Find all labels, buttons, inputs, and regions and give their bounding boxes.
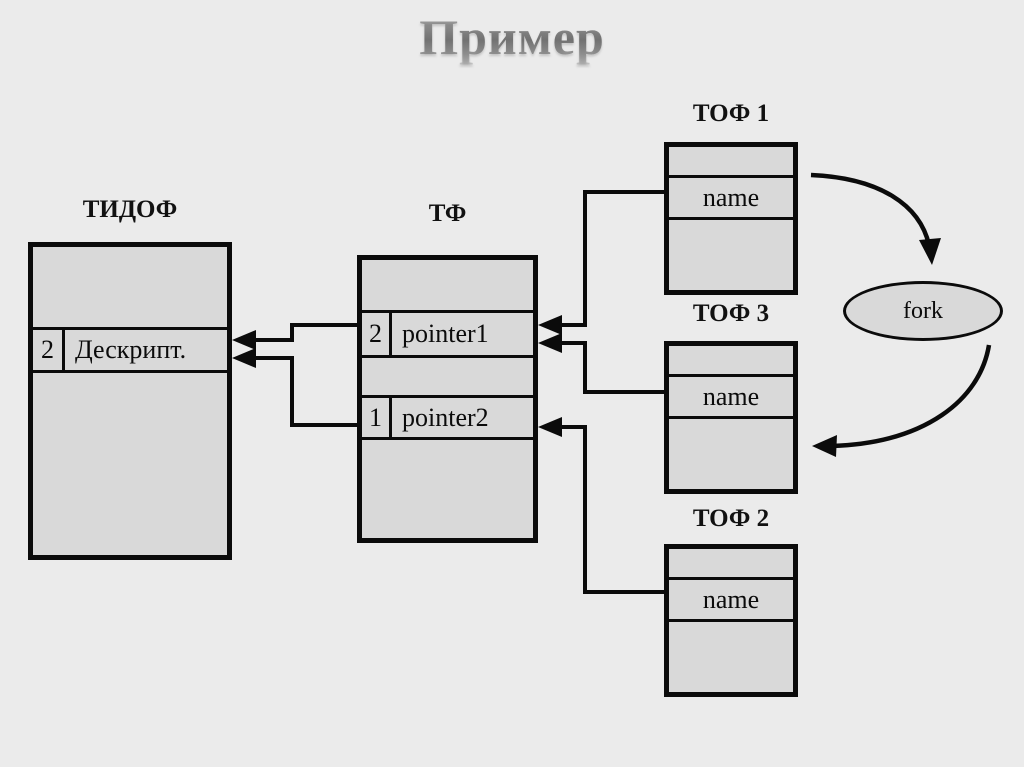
connector-tf-pointer1-to-tidof [247,323,357,342]
connector-fork-to-tof3 [831,344,992,449]
page-title: Пример [0,8,1024,66]
tf-row-0 [362,260,533,310]
tf-row-3-index: 1 [362,398,392,437]
tf-row-1-label: pointer1 [402,319,489,348]
arrowhead-tidof-lower [232,348,256,368]
connector-tof2-to-tf [553,425,664,594]
tf-row-2 [362,358,533,395]
arrowhead-tf-pointer1-upper [538,315,562,335]
tof1-row-2 [669,220,793,290]
connector-tof3-to-tf [553,341,664,394]
connector-tof1-to-tf [553,190,664,327]
tidof-row-0 [33,247,227,327]
tof2-row-1: name [669,577,793,622]
tof3-row-1-label: name [702,381,760,411]
tf-row-4 [362,440,533,538]
tidof-caption: ТИДОФ [82,196,178,223]
tof3-box: name [664,341,798,494]
tof1-box: name [664,142,798,295]
tidof-row-1-index: 2 [33,330,65,370]
tf-box: 2 pointer1 1 pointer2 [357,255,538,543]
arrowhead-tidof-upper [232,330,256,350]
tof2-row-0 [669,549,793,577]
tof1-caption: ТОФ 1 [692,100,770,127]
tof3-row-0 [669,346,793,374]
tidof-row-2 [33,373,227,555]
tf-row-1: 2 pointer1 [362,310,533,358]
arrowhead-fork-in [919,238,941,265]
tof3-row-1: name [669,374,793,419]
connector-tf-pointer2-to-tidof [247,356,357,427]
tf-caption: ТФ [428,200,467,227]
tof1-row-1-label: name [702,182,760,212]
arrowhead-tf-pointer2 [538,417,562,437]
tof2-caption: ТОФ 2 [692,505,770,532]
tof1-row-0 [669,147,793,175]
tidof-row-1: 2 Дескрипт. [33,327,227,373]
fork-node: fork [843,281,1003,341]
arrowhead-tf-pointer1-lower [538,333,562,353]
tf-row-3-label: pointer2 [402,402,489,432]
tidof-row-1-label: Дескрипт. [75,335,187,364]
tidof-box: 2 Дескрипт. [28,242,232,560]
tof1-row-1: name [669,175,793,220]
arrowhead-tof3-in [812,435,837,457]
tof2-row-2 [669,622,793,692]
tof3-caption: ТОФ 3 [692,300,770,327]
tof2-row-1-label: name [702,584,760,614]
tof3-row-2 [669,419,793,489]
tf-row-3: 1 pointer2 [362,395,533,440]
tf-row-1-index: 2 [362,313,392,355]
tof2-box: name [664,544,798,697]
fork-label: fork [903,297,943,324]
connector-tof1-to-fork [810,172,932,246]
